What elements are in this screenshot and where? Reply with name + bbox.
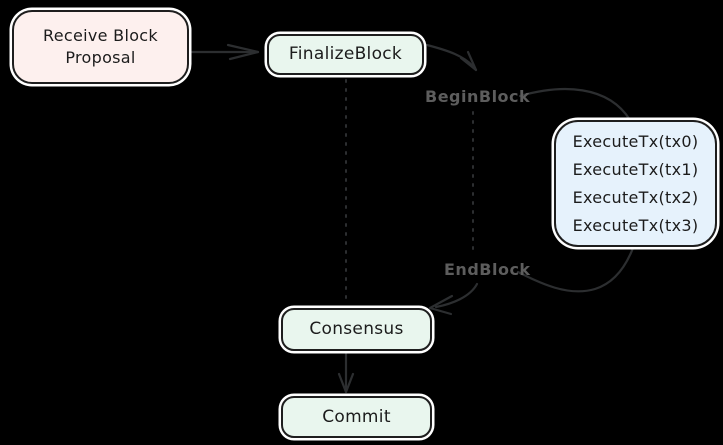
node-receive-block-proposal: Receive Block Proposal bbox=[12, 10, 189, 84]
node-receive-line-1: Receive Block bbox=[43, 26, 158, 46]
node-finalize-block: FinalizeBlock bbox=[267, 34, 424, 75]
execute-tx-line-1: ExecuteTx(tx1) bbox=[572, 159, 699, 179]
node-commit: Commit bbox=[281, 396, 432, 438]
arrow-endblock-to-consensus bbox=[428, 282, 479, 316]
curve-executetx-to-endblock bbox=[516, 246, 635, 293]
node-commit-label: Commit bbox=[322, 406, 391, 427]
curve-beginblock-to-executetx bbox=[518, 88, 632, 122]
node-receive-line-2: Proposal bbox=[65, 48, 136, 67]
execute-tx-line-0: ExecuteTx(tx0) bbox=[572, 131, 699, 151]
node-finalize-label: FinalizeBlock bbox=[288, 44, 403, 65]
execute-tx-line-3: ExecuteTx(tx3) bbox=[572, 215, 699, 235]
edge-label-end-block: EndBlock bbox=[444, 260, 531, 279]
node-consensus-label: Consensus bbox=[309, 319, 404, 340]
arrow-receive-to-finalize bbox=[189, 43, 260, 61]
edge-label-begin-block: BeginBlock bbox=[425, 87, 531, 106]
node-execute-tx: ExecuteTx(tx0) ExecuteTx(tx1) ExecuteTx(… bbox=[554, 120, 717, 247]
node-consensus: Consensus bbox=[281, 308, 432, 351]
arrow-finalize-to-beginblock bbox=[425, 43, 478, 72]
arrow-consensus-to-commit bbox=[337, 351, 355, 394]
execute-tx-line-2: ExecuteTx(tx2) bbox=[572, 187, 699, 207]
